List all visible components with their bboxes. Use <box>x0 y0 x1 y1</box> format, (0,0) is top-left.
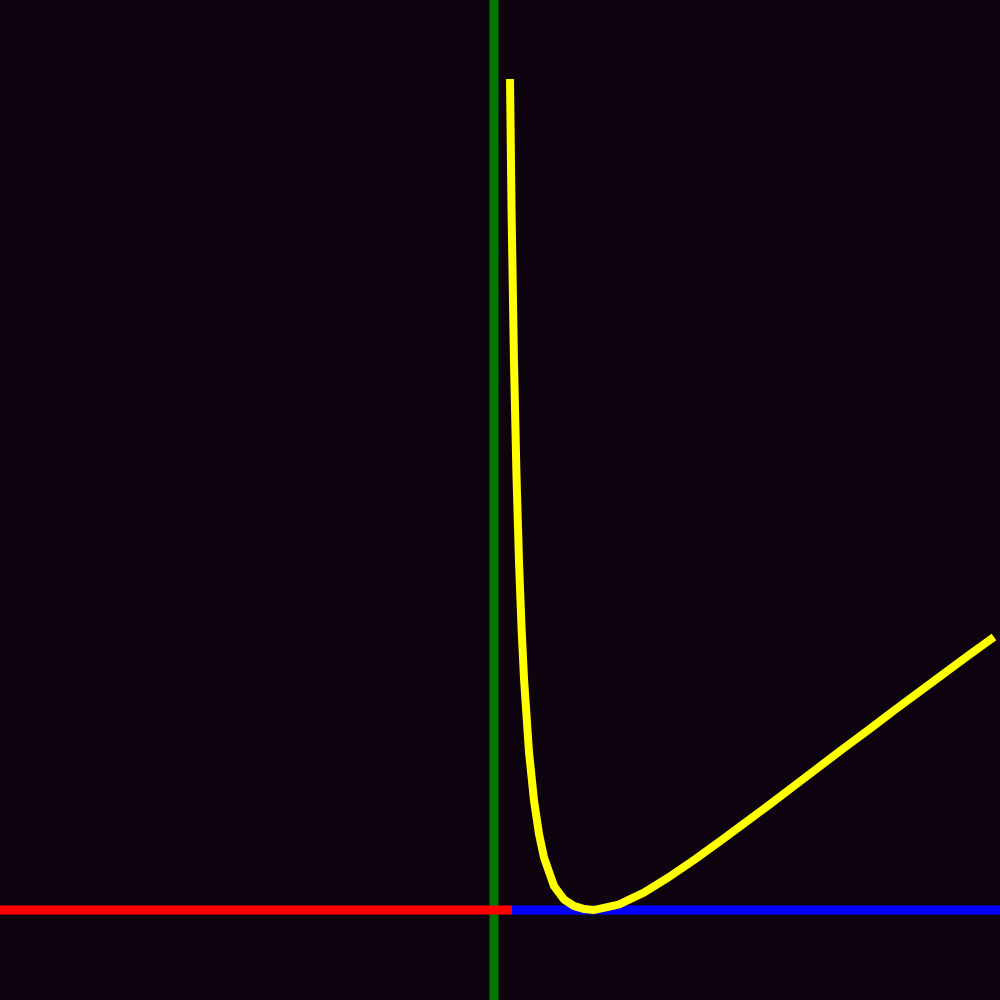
function-curve-0 <box>506 78 997 914</box>
